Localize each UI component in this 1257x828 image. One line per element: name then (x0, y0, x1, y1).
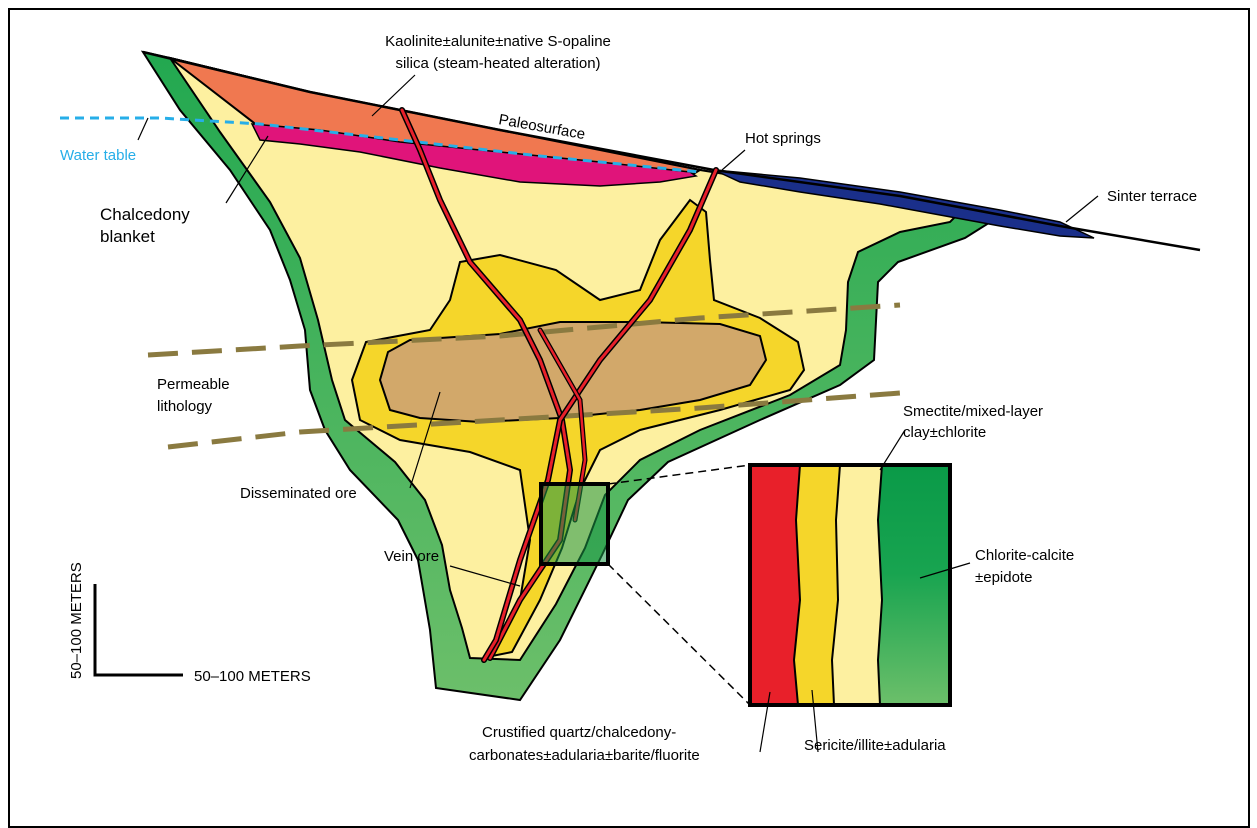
zoom-box (541, 484, 608, 564)
label-chlorite-line1: Chlorite-calcite (975, 547, 1074, 564)
inset-zoned-vein (750, 465, 950, 705)
label-disseminated-ore: Disseminated ore (240, 485, 357, 502)
scale-bar (95, 584, 183, 675)
zoom-line-bottom (608, 564, 750, 705)
label-scale-vertical: 50–100 METERS (68, 562, 85, 679)
label-water-table: Water table (60, 147, 136, 164)
label-kaolinite-line2: silica (steam-heated alteration) (395, 55, 600, 72)
label-chalcedony-line2: blanket (100, 227, 155, 246)
label-crustified-line2: carbonates±adularia±barite/fluorite (469, 747, 700, 764)
label-smectite-line1: Smectite/mixed-layer (903, 403, 1043, 420)
label-hot-springs: Hot springs (745, 130, 821, 147)
label-sericite: Sericite/illite±adularia (804, 737, 946, 754)
label-permeable-line1: Permeable (157, 376, 230, 393)
label-chalcedony-line1: Chalcedony (100, 205, 190, 224)
label-smectite-line2: clay±chlorite (903, 424, 986, 441)
label-chlorite-line2: ±epidote (975, 569, 1032, 586)
label-crustified-line1: Crustified quartz/chalcedony- (482, 724, 676, 741)
label-kaolinite-line1: Kaolinite±alunite±native S-opaline (385, 33, 611, 50)
label-permeable-line2: lithology (157, 398, 213, 415)
label-sinter-terrace: Sinter terrace (1107, 188, 1197, 205)
label-vein-ore: Vein ore (384, 548, 439, 565)
label-scale-horizontal: 50–100 METERS (194, 668, 311, 685)
